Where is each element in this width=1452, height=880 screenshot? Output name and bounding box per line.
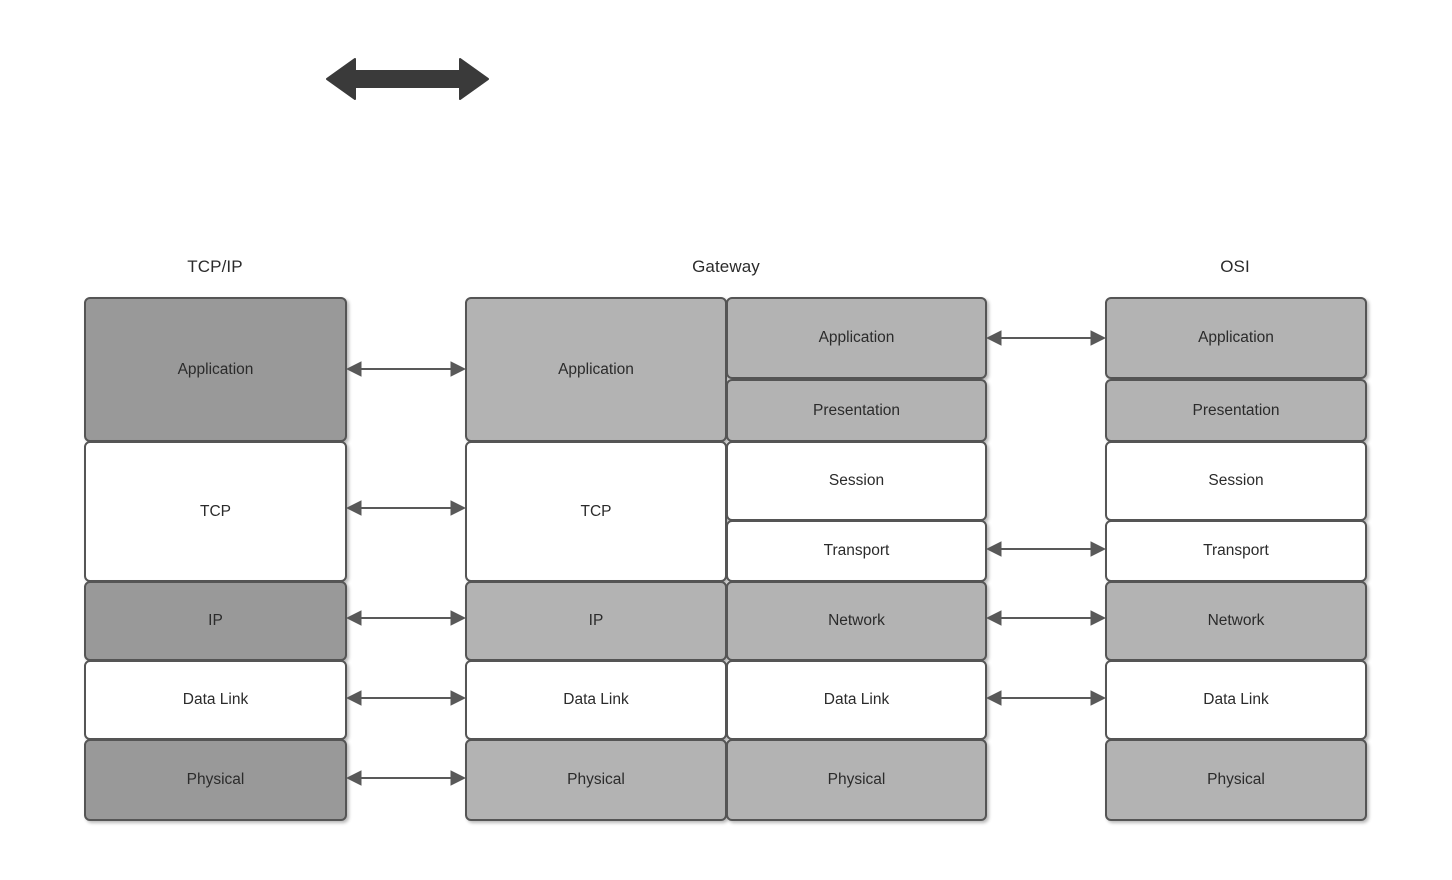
connector-tcpip-gateway-data-link (347, 687, 465, 709)
connector-gateway-osi-transport (987, 538, 1105, 560)
gateway-left-layer-application[interactable]: Application (465, 297, 727, 442)
connector-gateway-osi-network (987, 607, 1105, 629)
connector-tcpip-gateway-application (347, 358, 465, 380)
connector-tcpip-gateway-ip (347, 607, 465, 629)
gateway-left-layer-data-link[interactable]: Data Link (465, 660, 727, 740)
gateway-left-layer-ip[interactable]: IP (465, 581, 727, 661)
connector-tcpip-gateway-tcp (347, 497, 465, 519)
osi-layer-session[interactable]: Session (1105, 441, 1367, 521)
tcpip-layer-application[interactable]: Application (84, 297, 347, 442)
osi-layer-application[interactable]: Application (1105, 297, 1367, 379)
gateway-right-layer-data-link[interactable]: Data Link (726, 660, 987, 740)
osi-layer-physical[interactable]: Physical (1105, 739, 1367, 821)
gateway-right-layer-network[interactable]: Network (726, 581, 987, 661)
legend-double-arrow (325, 54, 490, 104)
column-title-osi: OSI (1220, 257, 1250, 276)
gateway-right-layer-physical[interactable]: Physical (726, 739, 987, 821)
gateway-right-layer-transport[interactable]: Transport (726, 520, 987, 582)
osi-layer-network[interactable]: Network (1105, 581, 1367, 661)
gateway-right-layer-application[interactable]: Application (726, 297, 987, 379)
column-title-tcpip: TCP/IP (187, 257, 243, 276)
gateway-left-layer-physical[interactable]: Physical (465, 739, 727, 821)
tcpip-layer-physical[interactable]: Physical (84, 739, 347, 821)
osi-layer-data-link[interactable]: Data Link (1105, 660, 1367, 740)
connector-gateway-osi-application (987, 327, 1105, 349)
connector-gateway-osi-data-link (987, 687, 1105, 709)
column-title-gateway: Gateway (692, 257, 760, 276)
tcpip-layer-tcp[interactable]: TCP (84, 441, 347, 582)
osi-layer-transport[interactable]: Transport (1105, 520, 1367, 582)
gateway-left-layer-tcp[interactable]: TCP (465, 441, 727, 582)
tcpip-layer-data-link[interactable]: Data Link (84, 660, 347, 740)
tcpip-layer-ip[interactable]: IP (84, 581, 347, 661)
gateway-right-layer-presentation[interactable]: Presentation (726, 379, 987, 442)
connector-tcpip-gateway-physical (347, 767, 465, 789)
gateway-right-layer-session[interactable]: Session (726, 441, 987, 521)
osi-layer-presentation[interactable]: Presentation (1105, 379, 1367, 442)
